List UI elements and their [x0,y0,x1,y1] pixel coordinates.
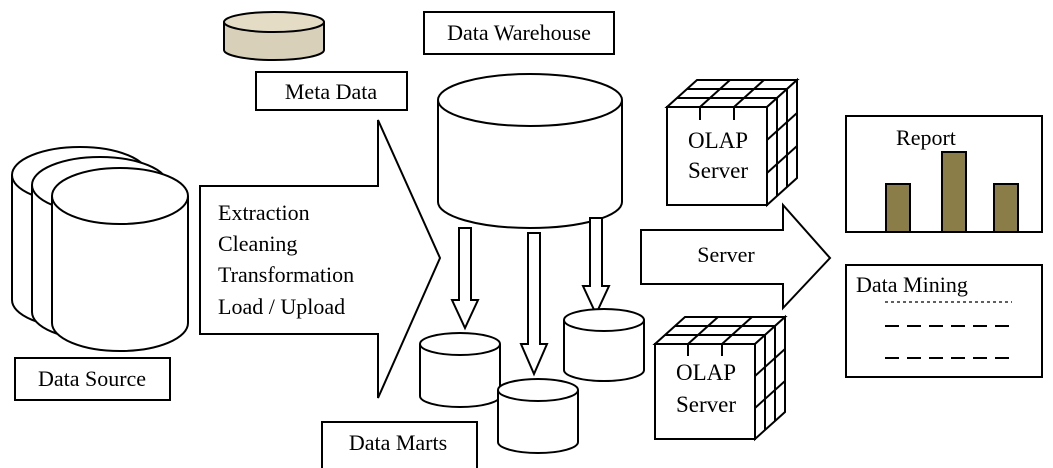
report-bar-chart [885,151,1019,233]
data-marts-label: Data Marts [349,430,447,455]
olap-server-top-label-line1: OLAP [688,128,748,153]
process-step-transformation: Transformation [218,262,354,287]
meta-data-cylinder-icon [223,11,325,61]
data-source-cylinders-icon [11,146,189,352]
data-mart-cylinder-icon [419,332,501,408]
data-marts-box: Data Marts [321,421,478,468]
report-bar [993,183,1019,233]
data-mining-label: Data Mining [856,272,968,297]
report-bar [885,183,911,233]
meta-data-label: Meta Data [285,79,377,104]
data-mining-box: Data Mining [845,264,1043,378]
olap-server-bottom-label-line1: OLAP [676,360,736,385]
olap-cube-bottom-icon: OLAP Server [652,314,788,442]
data-warehouse-label: Data Warehouse [447,20,591,45]
report-box: Report [845,115,1043,233]
olap-server-bottom-label-line2: Server [676,392,736,417]
data-mart-cylinder-icon [497,378,579,454]
server-label: Server [697,242,755,267]
down-arrow-icon [519,232,549,377]
data-warehouse-cylinder-icon [437,73,623,229]
data-mart-cylinder-icon [563,308,645,382]
data-source-label: Data Source [38,366,146,391]
olap-server-top-label-line2: Server [688,158,748,183]
report-bar [941,151,967,233]
process-step-extraction: Extraction [218,200,310,225]
etl-process-arrow: Extraction Cleaning Transformation Load … [199,119,442,399]
olap-cube-top-icon: OLAP Server [664,77,800,208]
process-step-load-upload: Load / Upload [218,294,345,319]
report-label: Report [896,125,956,150]
process-step-cleaning: Cleaning [218,231,297,256]
meta-data-box: Meta Data [255,71,408,111]
data-warehouse-box: Data Warehouse [423,11,615,55]
server-arrow: Server [640,202,832,311]
warehouse-to-mart-arrows [450,217,611,377]
data-source-box: Data Source [14,357,171,401]
down-arrow-icon [581,217,611,317]
down-arrow-icon [450,227,480,331]
